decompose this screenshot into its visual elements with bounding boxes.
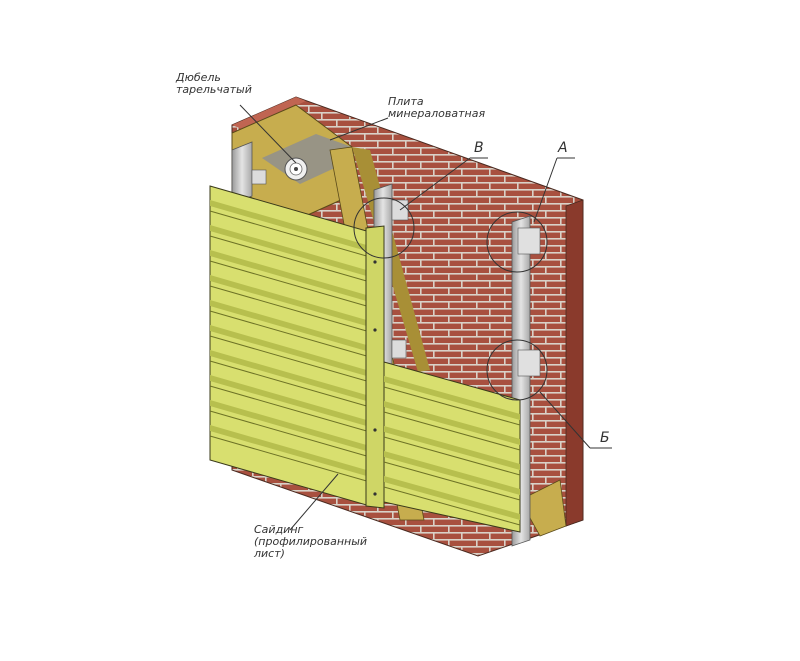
dowel-label: Дюбель тарельчатый xyxy=(176,71,252,96)
left-profile xyxy=(231,141,267,205)
siding-label: Сайдинг (профилированный лист) xyxy=(254,523,368,560)
siding-left-panel xyxy=(209,185,371,507)
mineral-wool-label: Плита минераловатная xyxy=(388,95,486,120)
disc-dowel xyxy=(284,157,308,181)
leader-lines xyxy=(239,104,612,531)
siding-right-panel xyxy=(383,361,521,533)
marker-a: А xyxy=(558,140,568,156)
joint-strip xyxy=(365,225,385,509)
marker-b: Б xyxy=(600,430,610,446)
marker-v: В xyxy=(474,140,484,156)
detail-circles xyxy=(353,197,548,401)
